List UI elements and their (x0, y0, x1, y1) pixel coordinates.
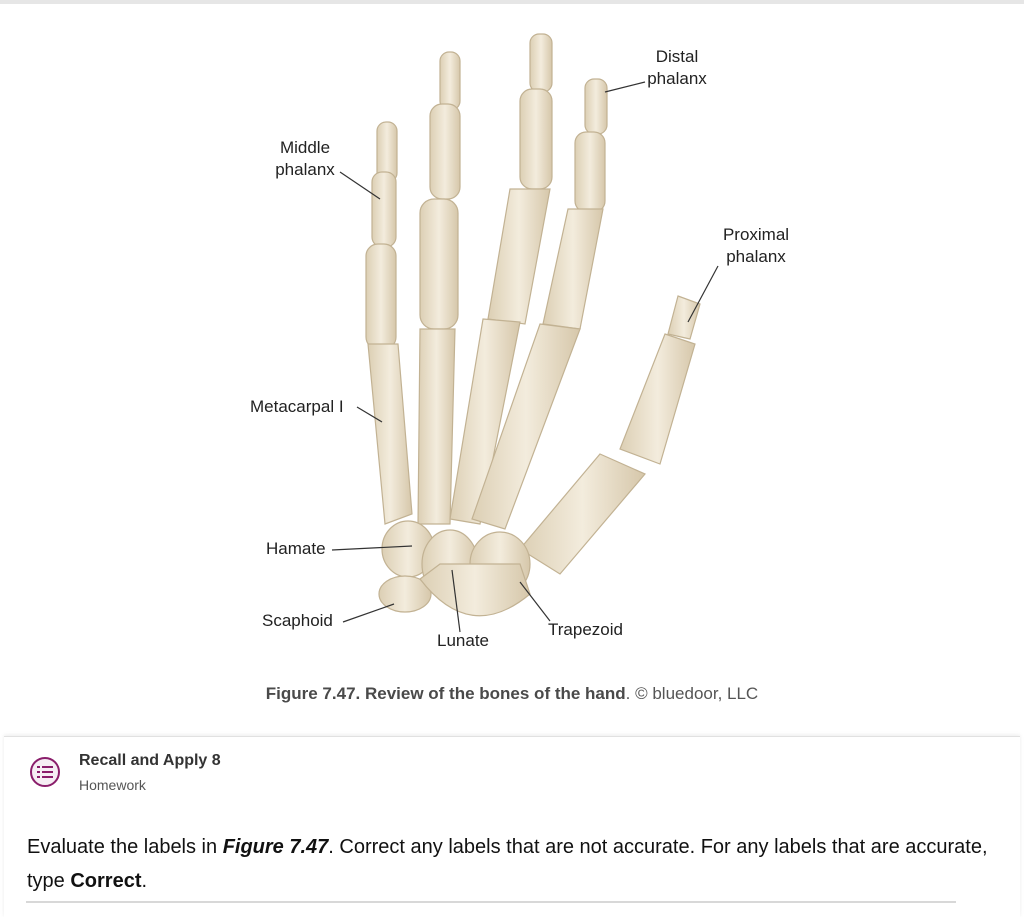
card-subtitle: Homework (79, 777, 146, 793)
label-scaphoid: Scaphoid (262, 611, 333, 630)
assignment-card: Recall and Apply 8 Homework Evaluate the… (4, 736, 1020, 917)
question-figure-ref: Figure 7.47 (222, 836, 329, 858)
question-part2: . Correct any labels that are not accura… (27, 836, 988, 892)
question-text: Evaluate the labels in Figure 7.47. Corr… (27, 830, 997, 898)
label-trapezoid: Trapezoid (548, 620, 623, 639)
caption-bold: Figure 7.47. Review of the bones of the … (265, 684, 626, 703)
list-icon-glyph (37, 766, 53, 778)
top-divider (0, 0, 1024, 4)
question-part1: Evaluate the labels in (27, 836, 223, 858)
caption-credit: . © bluedoor, LLC (625, 684, 759, 703)
figure-caption: Figure 7.47. Review of the bones of the … (0, 684, 1024, 704)
label-proximal-phalanx: Proximal phalanx (722, 225, 790, 266)
list-icon (30, 757, 60, 787)
label-distal-phalanx: Distal phalanx (647, 47, 707, 88)
hand-bones-illustration (331, 33, 719, 633)
hand-figure: Distal phalanx Middle phalanx Proximal p… (0, 4, 1024, 724)
card-title: Recall and Apply 8 (79, 752, 221, 769)
label-middle-phalanx: Middle phalanx (275, 138, 335, 179)
label-lunate: Lunate (437, 631, 489, 650)
label-hamate: Hamate (266, 539, 326, 558)
answer-field-edge[interactable] (26, 901, 956, 903)
question-correct-keyword: Correct (70, 870, 142, 892)
question-part3: . (141, 870, 148, 892)
label-metacarpal: Metacarpal I (250, 397, 344, 416)
